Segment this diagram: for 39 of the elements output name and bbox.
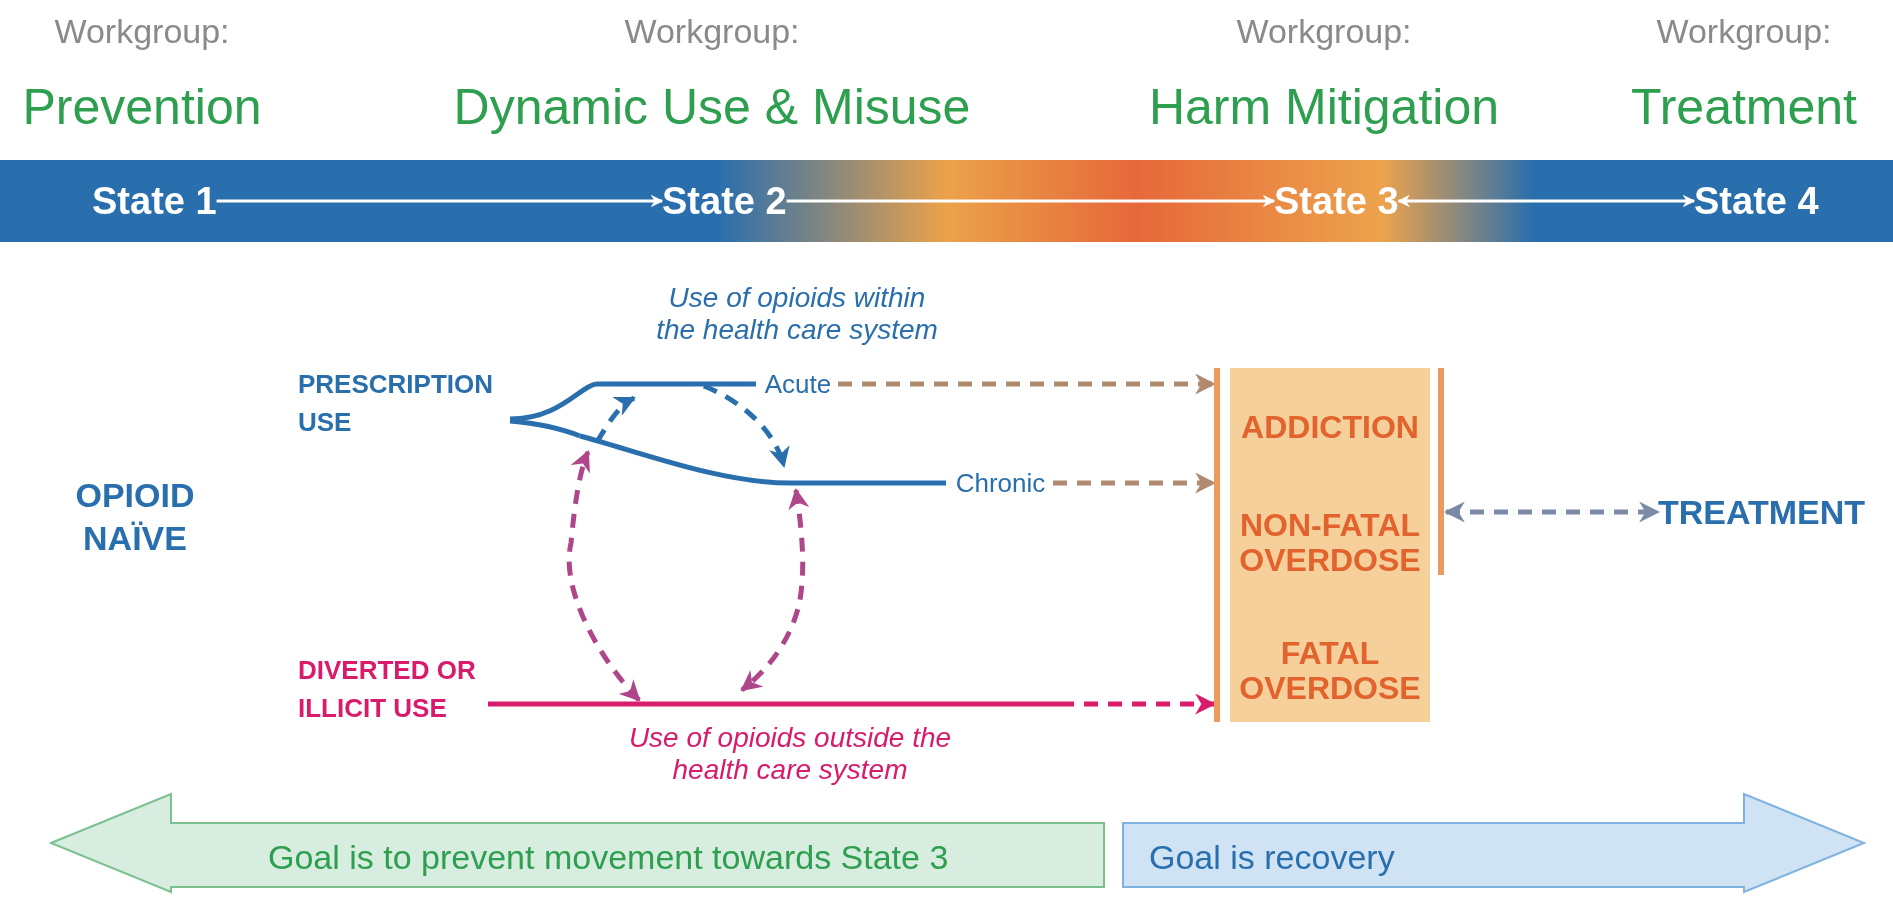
workgroup-label: Workgroup:: [624, 12, 800, 51]
workgroup-title: Dynamic Use & Misuse: [453, 78, 971, 136]
outcome-label: ADDICTION: [1240, 410, 1420, 446]
workgroup-label: Workgroup:: [54, 12, 230, 51]
annotation-text: Use of opioids outside the health care system: [627, 722, 953, 787]
category-label: TREATMENT: [1658, 490, 1878, 534]
workgroup-title: Harm Mitigation: [1148, 78, 1500, 136]
outcome-label: FATAL OVERDOSE: [1238, 636, 1422, 707]
arrow: [786, 194, 1276, 208]
state-label: State 2: [662, 160, 787, 242]
workgroup-title: Prevention: [22, 78, 262, 136]
goal-text: Goal is to prevent movement towards State 3: [268, 837, 949, 878]
dashed-double-arrow: [1443, 501, 1661, 523]
connector-line: [509, 418, 581, 439]
dashed-double-arrow: [566, 450, 641, 702]
workgroup-label: Workgroup:: [1236, 12, 1412, 51]
branch-label: Acute: [763, 368, 833, 400]
connector-line: [509, 381, 597, 422]
goal-banner: [1122, 793, 1865, 893]
state-label: State 3: [1274, 160, 1399, 242]
annotation-text: Use of opioids within the health care system: [655, 282, 939, 347]
dashed-arrow: [1060, 693, 1217, 715]
branch-label: Chronic: [954, 467, 1047, 499]
dashed-double-arrow: [740, 487, 810, 692]
double-arrow: [1397, 194, 1696, 208]
dashed-arrow: [1053, 472, 1217, 494]
category-label: PRESCRIPTION USE: [298, 366, 510, 442]
category-label: OPIOID NAÏVE: [60, 474, 210, 560]
goal-text: Goal is recovery: [1149, 837, 1395, 878]
workgroup-label: Workgroup:: [1656, 12, 1832, 51]
outcome-label: NON-FATAL OVERDOSE: [1238, 508, 1422, 579]
state-label: State 4: [1694, 160, 1819, 242]
outcome-box: [1214, 368, 1446, 722]
workgroup-title: Treatment: [1631, 78, 1857, 136]
goal-banner: [50, 793, 1105, 893]
arrow: [216, 194, 664, 208]
dashed-arrow: [838, 373, 1217, 395]
category-label: DIVERTED OR ILLICIT USE: [298, 654, 477, 725]
state-label: State 1: [92, 160, 217, 242]
